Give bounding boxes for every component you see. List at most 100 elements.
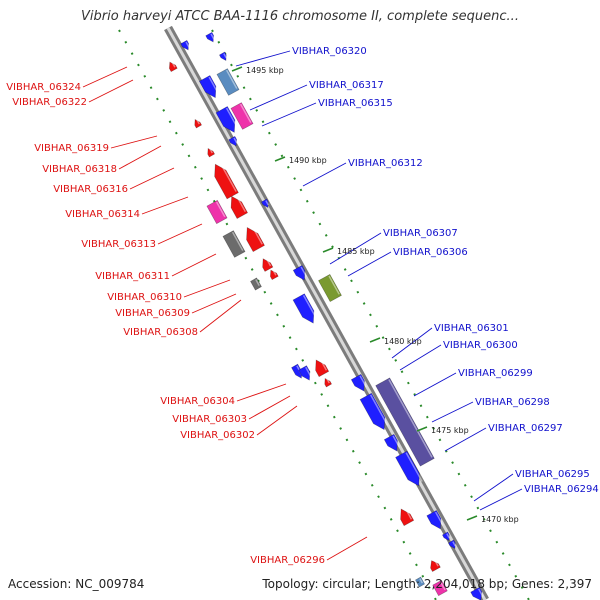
kbp-tick	[231, 66, 243, 72]
kbp-tick	[416, 426, 428, 432]
label-leader	[82, 66, 128, 88]
gene-feature[interactable]	[428, 558, 441, 572]
gene-label-reverse[interactable]: VIBHAR_06314	[65, 209, 140, 220]
gene-feature[interactable]	[205, 31, 216, 43]
kbp-label: 1470 kbp	[481, 515, 519, 524]
gene-feature[interactable]	[311, 357, 330, 378]
label-leader	[129, 167, 175, 190]
map-title: Vibrio harveyi ATCC BAA-1116 chromosome …	[81, 9, 519, 24]
gene-feature[interactable]	[210, 161, 239, 200]
label-leader	[183, 279, 231, 298]
gene-feature[interactable]	[250, 277, 262, 291]
gene-label-reverse[interactable]: VIBHAR_06303	[172, 414, 247, 425]
gene-feature[interactable]	[322, 377, 332, 388]
label-leader	[157, 223, 203, 245]
gene-feature[interactable]	[442, 531, 451, 542]
gene-label-forward[interactable]: VIBHAR_06306	[393, 247, 468, 258]
label-leader	[444, 427, 487, 452]
inner-tick-track	[211, 29, 530, 600]
gene-label-reverse[interactable]: VIBHAR_06309	[115, 308, 190, 319]
gene-feature[interactable]	[432, 579, 448, 597]
gene-label-forward[interactable]: VIBHAR_06317	[309, 80, 384, 91]
gene-feature[interactable]	[205, 147, 215, 158]
gene-feature[interactable]	[215, 106, 240, 135]
label-leader	[249, 84, 308, 111]
gene-label-forward[interactable]: VIBHAR_06315	[318, 98, 393, 109]
gene-feature[interactable]	[180, 39, 191, 51]
gene-feature[interactable]	[396, 506, 415, 527]
gene-label-reverse[interactable]: VIBHAR_06302	[180, 430, 255, 441]
label-leader	[391, 327, 433, 359]
label-leader	[171, 253, 217, 277]
gene-feature[interactable]	[359, 392, 390, 433]
gene-feature[interactable]	[222, 230, 246, 258]
label-leader	[235, 50, 291, 67]
gene-label-reverse[interactable]: VIBHAR_06316	[53, 184, 128, 195]
gene-feature[interactable]	[199, 75, 220, 100]
kbp-label: 1480 kbp	[384, 337, 422, 346]
gene-feature[interactable]	[292, 293, 319, 327]
gene-label-forward[interactable]: VIBHAR_06294	[524, 484, 599, 495]
gene-feature[interactable]	[261, 198, 270, 209]
gene-label-reverse[interactable]: VIBHAR_06319	[34, 143, 109, 154]
label-leader	[256, 405, 298, 436]
gene-label-forward[interactable]: VIBHAR_06295	[515, 469, 590, 480]
kbp-label: 1495 kbp	[246, 66, 284, 75]
gene-label-forward[interactable]: VIBHAR_06298	[475, 397, 550, 408]
gene-feature[interactable]	[167, 60, 178, 73]
gene-label-reverse[interactable]: VIBHAR_06296	[250, 555, 325, 566]
gene-feature[interactable]	[383, 433, 401, 453]
gene-label-forward[interactable]: VIBHAR_06299	[458, 368, 533, 379]
gene-feature[interactable]	[350, 373, 368, 393]
gene-feature[interactable]	[470, 586, 486, 600]
gene-feature[interactable]	[206, 199, 228, 225]
label-leader	[261, 102, 317, 127]
gene-feature[interactable]	[216, 68, 240, 96]
gene-feature[interactable]	[230, 102, 254, 130]
label-leader	[88, 79, 134, 103]
gene-feature[interactable]	[228, 135, 239, 147]
gene-feature[interactable]	[426, 510, 445, 531]
label-leader	[141, 196, 189, 215]
kbp-tick	[369, 337, 381, 343]
gene-feature[interactable]	[192, 118, 202, 129]
kbp-tick	[466, 515, 478, 521]
accession-text: Accession: NC_009784	[8, 577, 145, 591]
gene-feature[interactable]	[219, 51, 228, 62]
label-leader	[329, 232, 382, 265]
gene-label-forward[interactable]: VIBHAR_06312	[348, 158, 423, 169]
gene-label-reverse[interactable]: VIBHAR_06304	[160, 396, 235, 407]
gene-feature[interactable]	[395, 450, 425, 489]
label-leader	[431, 401, 474, 423]
label-leader	[199, 299, 242, 333]
gene-label-reverse[interactable]: VIBHAR_06311	[95, 271, 170, 282]
gene-feature[interactable]	[292, 265, 309, 282]
gene-feature[interactable]	[318, 273, 342, 303]
gene-feature[interactable]	[298, 365, 314, 383]
gene-label-reverse[interactable]: VIBHAR_06318	[42, 164, 117, 175]
gene-feature[interactable]	[241, 224, 265, 253]
gene-feature[interactable]	[415, 576, 425, 588]
gene-label-forward[interactable]: VIBHAR_06320	[292, 46, 367, 57]
gene-label-reverse[interactable]: VIBHAR_06308	[123, 327, 198, 338]
gene-feature[interactable]	[268, 268, 279, 281]
label-leader	[236, 383, 287, 402]
gene-feature[interactable]	[375, 377, 435, 467]
gene-label-forward[interactable]: VIBHAR_06307	[383, 228, 458, 239]
gene-label-reverse[interactable]: VIBHAR_06310	[107, 292, 182, 303]
kbp-label: 1485 kbp	[337, 247, 375, 256]
label-leader	[479, 488, 523, 511]
gene-label-reverse[interactable]: VIBHAR_06322	[12, 97, 87, 108]
label-leader	[413, 372, 457, 397]
label-leader	[191, 293, 237, 314]
gene-feature[interactable]	[259, 257, 274, 272]
gene-feature[interactable]	[226, 193, 248, 219]
gene-feature[interactable]	[448, 539, 457, 550]
gene-label-reverse[interactable]: VIBHAR_06324	[6, 82, 81, 93]
gene-label-forward[interactable]: VIBHAR_06297	[488, 423, 563, 434]
label-leader	[110, 135, 158, 149]
gene-label-reverse[interactable]: VIBHAR_06313	[81, 239, 156, 250]
gene-label-forward[interactable]: VIBHAR_06301	[434, 323, 509, 334]
gene-label-forward[interactable]: VIBHAR_06300	[443, 340, 518, 351]
